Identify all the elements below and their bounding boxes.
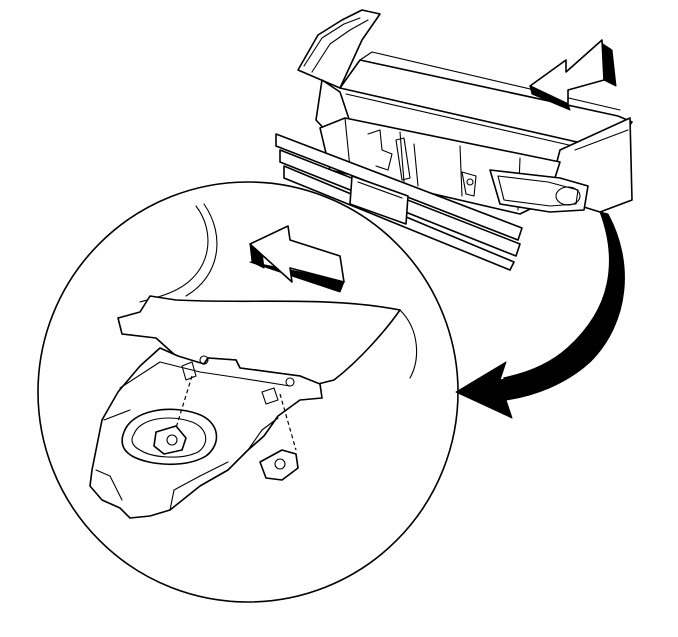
detail-bracket-view [89, 203, 418, 519]
arrow-right-icon [249, 225, 345, 293]
vehicle-front-end [275, 9, 633, 271]
arrow-left-icon [529, 39, 617, 111]
curved-arrow-icon [455, 211, 625, 419]
